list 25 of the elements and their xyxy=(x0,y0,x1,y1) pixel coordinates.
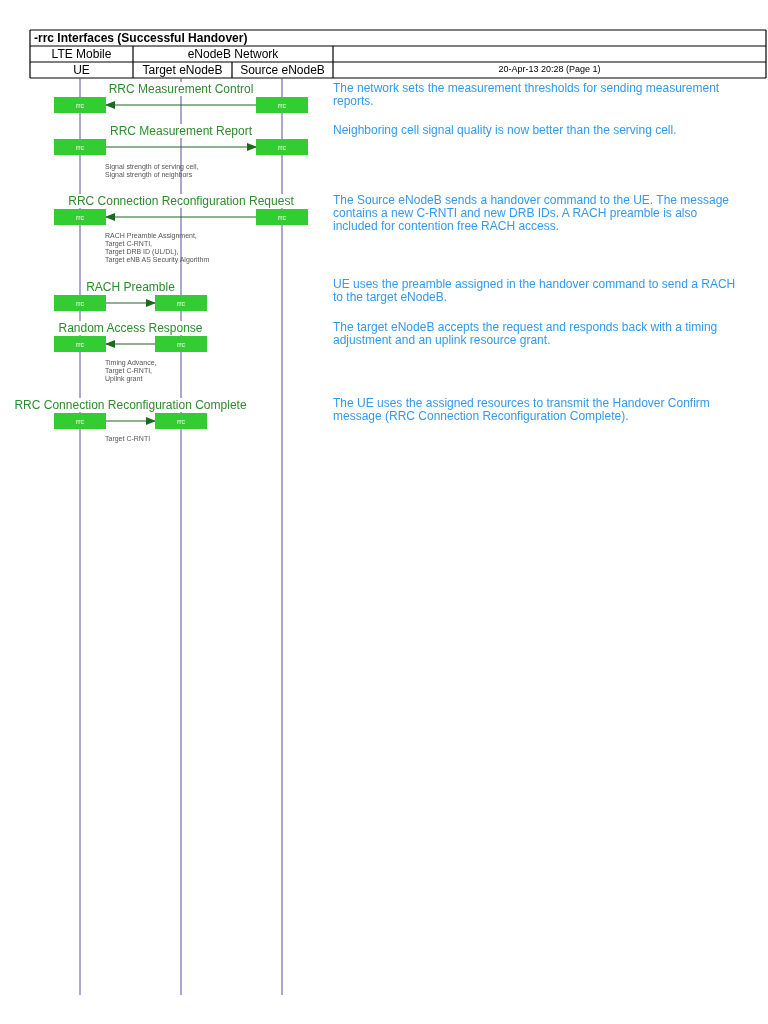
message-label: RRC Measurement Control xyxy=(107,82,255,96)
message-label: RRC Measurement Report xyxy=(108,124,254,138)
message-label: RRC Connection Reconfiguration Request xyxy=(67,194,295,208)
arrow xyxy=(105,101,257,109)
description-text: UE uses the preamble assigned in the handover command to send a RACH to the target eNodeB. xyxy=(333,278,737,304)
arrow xyxy=(105,299,156,307)
description-text: The UE uses the assigned resources to transmit the Handover Confirm message (RRC Connection Reconfiguration Complete). xyxy=(333,397,711,423)
description-text: The Source eNodeB sends a handover command to the UE. The message contains a new C-RNTI and new DRB IDs. A RACH preamble is also included for contention free RACH access. xyxy=(333,194,730,233)
column-header: LTE Mobile xyxy=(50,47,113,61)
lifeline-name: UE xyxy=(72,63,91,77)
lifeline-name: Source eNodeB xyxy=(239,63,326,77)
arrow xyxy=(105,213,257,221)
description-text: The network sets the measurement thresholds for sending measurement reports. xyxy=(333,82,721,108)
arrow xyxy=(105,143,257,151)
timestamp: 20-Apr-13 20:28 (Page 1) xyxy=(497,64,602,74)
message-label: Random Access Response xyxy=(57,321,204,335)
description-text: The target eNodeB accepts the request and responds back with a timing adjustment and an uplink resource grant. xyxy=(333,321,719,347)
lifeline-name: Target eNodeB xyxy=(141,63,224,77)
message-label: RRC Connection Reconfiguration Complete xyxy=(13,398,248,412)
arrow xyxy=(105,417,156,425)
description-text: Neighboring cell signal quality is now better than the serving cell. xyxy=(333,124,678,137)
arrow xyxy=(105,340,156,348)
message-label: RACH Preamble xyxy=(85,280,176,294)
column-header: eNodeB Network xyxy=(186,47,280,61)
diagram-title: -rrc Interfaces (Successful Handover) xyxy=(34,31,248,45)
